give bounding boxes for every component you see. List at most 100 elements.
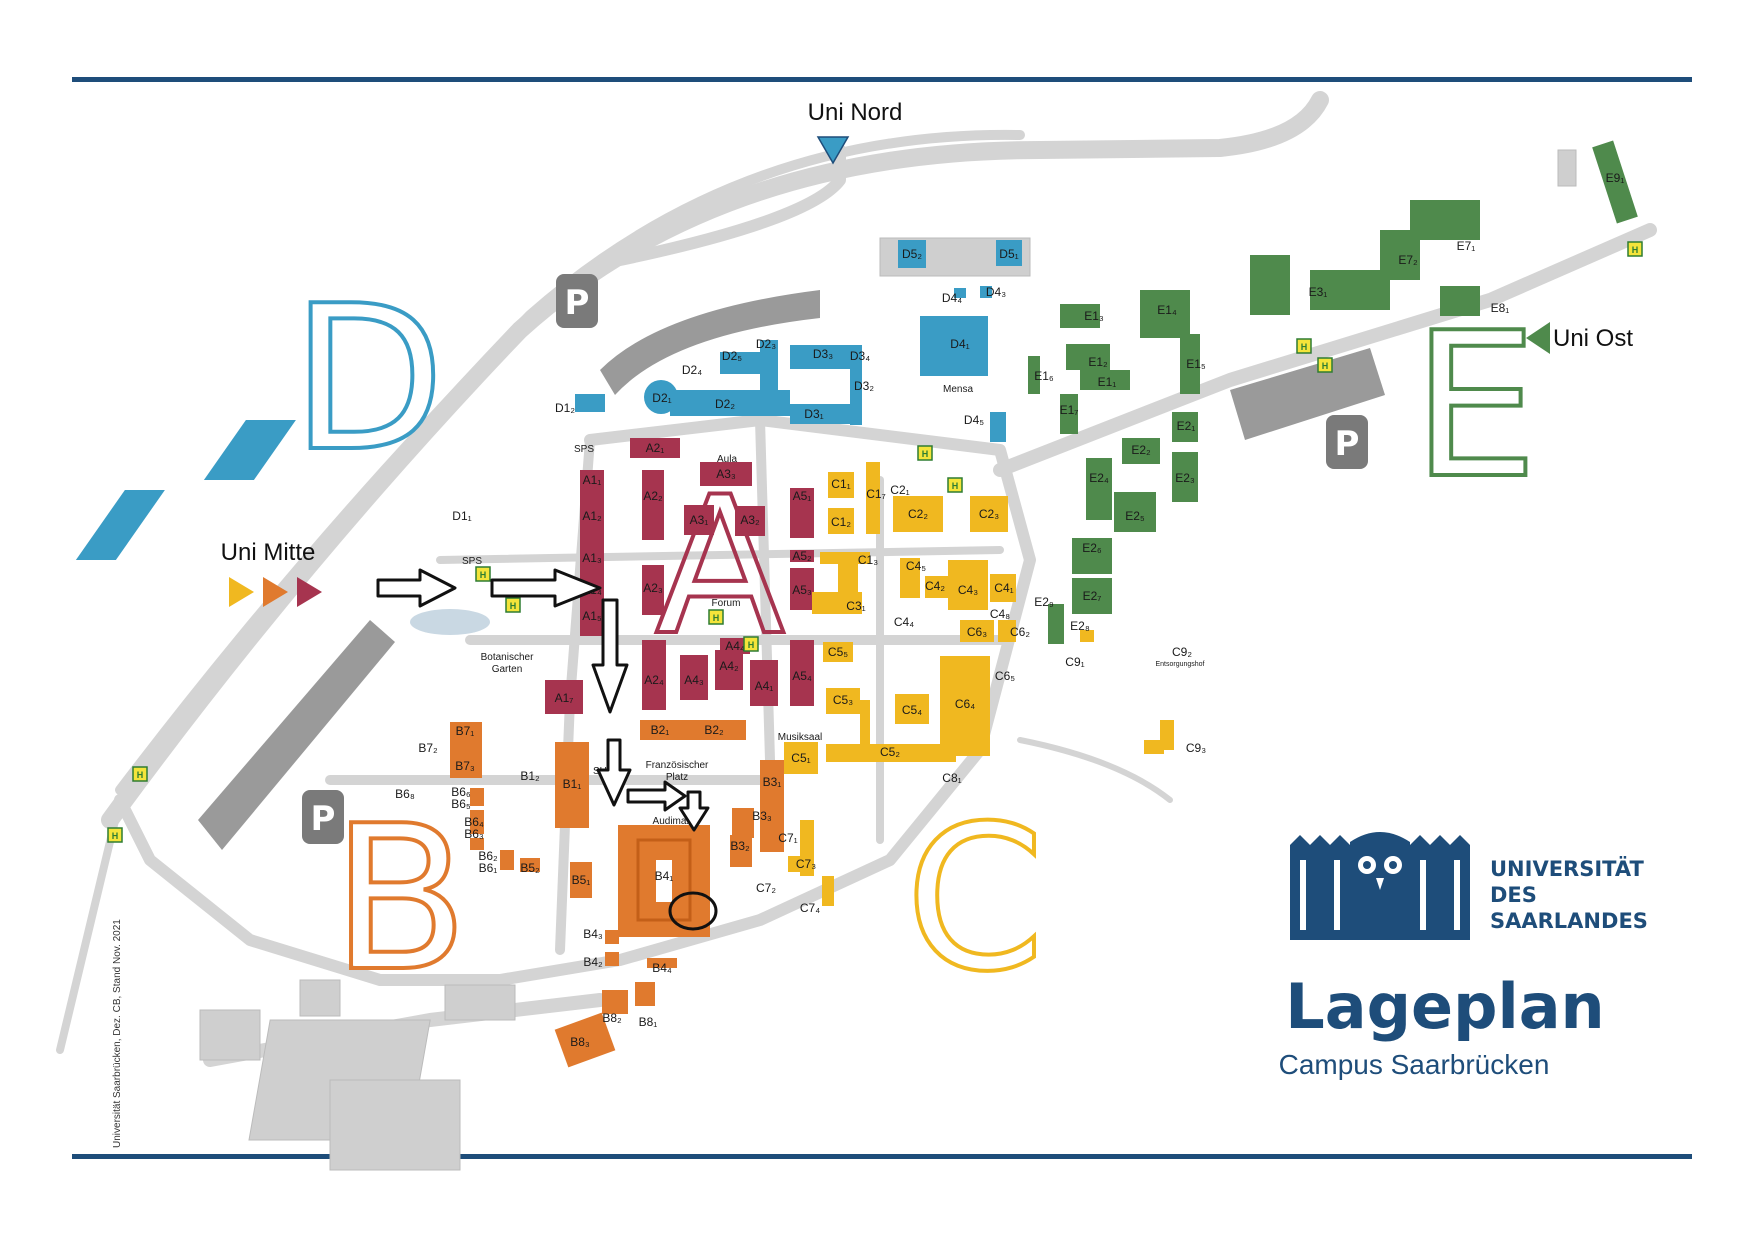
bus-icon: H: [748, 640, 755, 650]
bus-icon: H: [1632, 245, 1639, 255]
label-e23: E2₃: [1175, 471, 1195, 485]
label-b66: B6₆: [451, 785, 471, 799]
label-c23: C2₃: [979, 507, 999, 521]
franz-label-2: Platz: [666, 772, 688, 783]
label-d21: D2₁: [652, 391, 671, 405]
label-e11: E1₁: [1098, 375, 1117, 389]
label-d31: D3₁: [804, 407, 823, 421]
bus-icon: H: [112, 831, 119, 841]
mensa-label: Mensa: [943, 384, 973, 395]
zone-b-buildings: [450, 720, 784, 1068]
label-d45: D4₅: [964, 413, 984, 427]
owl-icon: [1290, 832, 1470, 940]
label-d25: D2₅: [722, 349, 742, 363]
label-c45: C4₅: [906, 559, 926, 573]
label-b41: B4₁: [655, 869, 674, 883]
bus-icon: H: [137, 770, 144, 780]
uni-nord-label: Uni Nord: [808, 99, 903, 126]
label-c92: C9₂: [1172, 645, 1192, 659]
botanischer-label-1: Botanischer: [481, 652, 534, 663]
building-labels: A2₁ A3₃ A1₁ A2₂ A1₂ A3₁ A3₂ A5₁ A1₃ A5₂ …: [395, 171, 1624, 1049]
label-d33: D3₃: [813, 347, 833, 361]
label-a43: A4₃: [684, 673, 704, 687]
zone-letter-c: C: [905, 783, 1045, 1016]
label-e14: E1₄: [1157, 303, 1177, 317]
label-d34: D3₄: [850, 349, 870, 363]
label-b81: B8₁: [639, 1015, 658, 1029]
label-a23: A2₃: [643, 581, 663, 595]
route-arrows: [376, 568, 718, 931]
label-e71: E7₁: [1457, 239, 1476, 253]
label-c62: C6₂: [1010, 625, 1030, 639]
label-a44: A4₄: [725, 639, 745, 653]
label-e26: E2₆: [1082, 541, 1102, 555]
label-c22: C2₂: [908, 507, 928, 521]
label-c31: C3₁: [846, 599, 865, 613]
label-d32: D3₂: [854, 379, 874, 393]
label-d22: D2₂: [715, 397, 735, 411]
label-b22: B2₂: [704, 723, 724, 737]
label-e91: E9₁: [1606, 171, 1625, 185]
uni-ost-label: Uni Ost: [1553, 325, 1633, 352]
label-e31: E3₁: [1309, 285, 1328, 299]
label-a21: A2₁: [646, 441, 665, 455]
label-a32: A3₂: [740, 513, 760, 527]
franz-label-1: Französischer: [646, 760, 709, 771]
label-a11: A1₁: [583, 473, 602, 487]
label-a53: A5₃: [792, 583, 812, 597]
audimax-label: Audimax: [653, 816, 692, 827]
label-b32: B3₂: [730, 839, 750, 853]
zone-c-buildings: [784, 462, 1174, 906]
label-e12: E1₂: [1088, 355, 1108, 369]
bus-icon: H: [510, 601, 517, 611]
label-b63: B6₃: [464, 827, 484, 841]
botanischer-label-2: Garten: [492, 664, 523, 675]
label-a31: A3₁: [690, 513, 709, 527]
bus-icon: H: [1301, 342, 1308, 352]
label-b43: B4₃: [583, 927, 603, 941]
label-d44: D4₄: [942, 291, 962, 305]
bus-icon: H: [713, 613, 720, 623]
uni-ost-marker: [1526, 322, 1550, 354]
label-a52: A5₂: [792, 549, 812, 563]
credit-text: Universität Saarbrücken, Dez. CB, Stand …: [112, 919, 123, 1148]
label-b83: B8₃: [570, 1035, 590, 1049]
label-b64: B6₄: [464, 815, 484, 829]
label-e28: E2₈: [1070, 619, 1090, 633]
label-a22: A2₂: [643, 489, 663, 503]
label-b72: B7₂: [418, 741, 438, 755]
label-b44: B4₄: [652, 961, 672, 975]
label-b21: B2₁: [651, 723, 670, 737]
label-a41: A4₁: [755, 679, 774, 693]
label-e24: E2₄: [1089, 471, 1109, 485]
label-d52: D5₂: [902, 247, 922, 261]
label-e72: E7₂: [1398, 253, 1418, 267]
label-d41: D4₁: [950, 337, 969, 351]
label-c42: C4₂: [925, 579, 945, 593]
bus-icon: H: [1322, 361, 1329, 371]
label-c53: C5₃: [833, 693, 853, 707]
uni-nord-marker: [816, 136, 850, 165]
aula-label: Aula: [717, 454, 737, 465]
label-b11: B1₁: [563, 777, 582, 791]
svg-text:P: P: [311, 799, 336, 839]
bus-stops: H H H H H H H H H H H: [107, 241, 1643, 843]
label-e25: E2₅: [1125, 509, 1145, 523]
label-c55: C5₅: [828, 645, 848, 659]
uni-mitte-label: Uni Mitte: [221, 539, 316, 566]
label-b73: B7₃: [455, 759, 475, 773]
label-c64: C6₄: [955, 697, 975, 711]
parking-decks: [198, 290, 1385, 850]
label-e13: E1₃: [1084, 309, 1104, 323]
uni-mitte-markers: [229, 577, 322, 607]
label-c81: C8₁: [942, 771, 961, 785]
entsorgung-label: Entsorgungshof: [1155, 661, 1204, 668]
zone-letter-e: E: [1412, 290, 1538, 523]
label-c43: C4₃: [958, 583, 978, 597]
top-rule: [72, 77, 1692, 82]
label-e15: E1₅: [1186, 357, 1206, 371]
label-e21: E2₁: [1177, 419, 1196, 433]
zone-letter-b: B: [331, 783, 468, 1016]
label-c74: C7₄: [800, 901, 820, 915]
label-b71: B7₁: [456, 724, 475, 738]
